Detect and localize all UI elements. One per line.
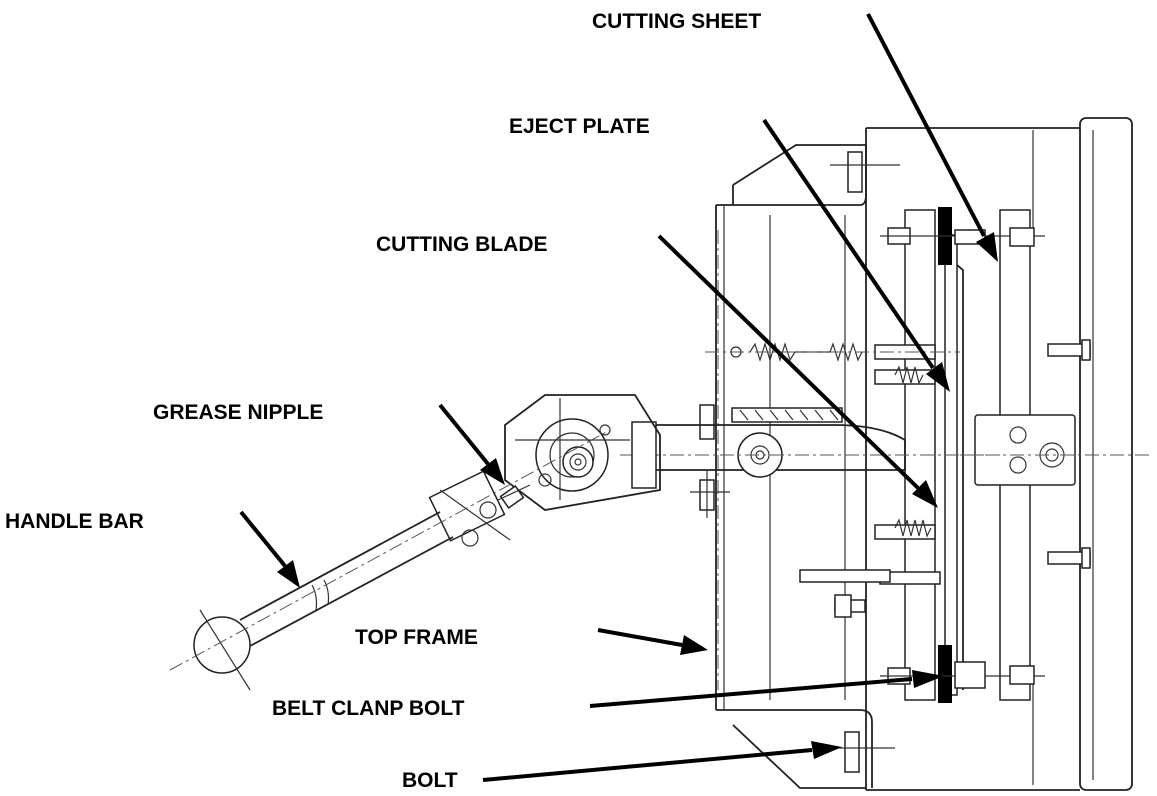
label-grease-nipple: GREASE NIPPLE [153, 401, 324, 424]
label-cutting-sheet: CUTTING SHEET [592, 10, 762, 33]
arrow-bolt [482, 741, 842, 782]
arrow-belt-clamp-bolt [589, 670, 944, 708]
label-handle-bar: HANDLE BAR [5, 510, 144, 533]
arrow-handle-bar [239, 510, 300, 588]
arrow-top-frame [597, 628, 708, 655]
label-bolt: BOLT [402, 769, 458, 792]
cutting-unit [904, 207, 1150, 703]
housing [732, 117, 1133, 791]
leader-arrows [239, 13, 998, 782]
linkage [497, 394, 1000, 518]
arrow-cutting-blade [657, 234, 938, 508]
arrow-cutting-sheet [866, 13, 998, 262]
label-cutting-blade: CUTTING BLADE [376, 233, 548, 256]
arrow-grease-nipple [438, 403, 505, 485]
springs [705, 341, 960, 538]
label-top-frame: TOP FRAME [355, 626, 478, 649]
label-belt-clamp-bolt: BELT CLANP BOLT [272, 697, 465, 720]
label-eject-plate: EJECT PLATE [509, 115, 650, 138]
handle-bar [169, 429, 611, 691]
arrow-eject-plate [762, 118, 950, 392]
